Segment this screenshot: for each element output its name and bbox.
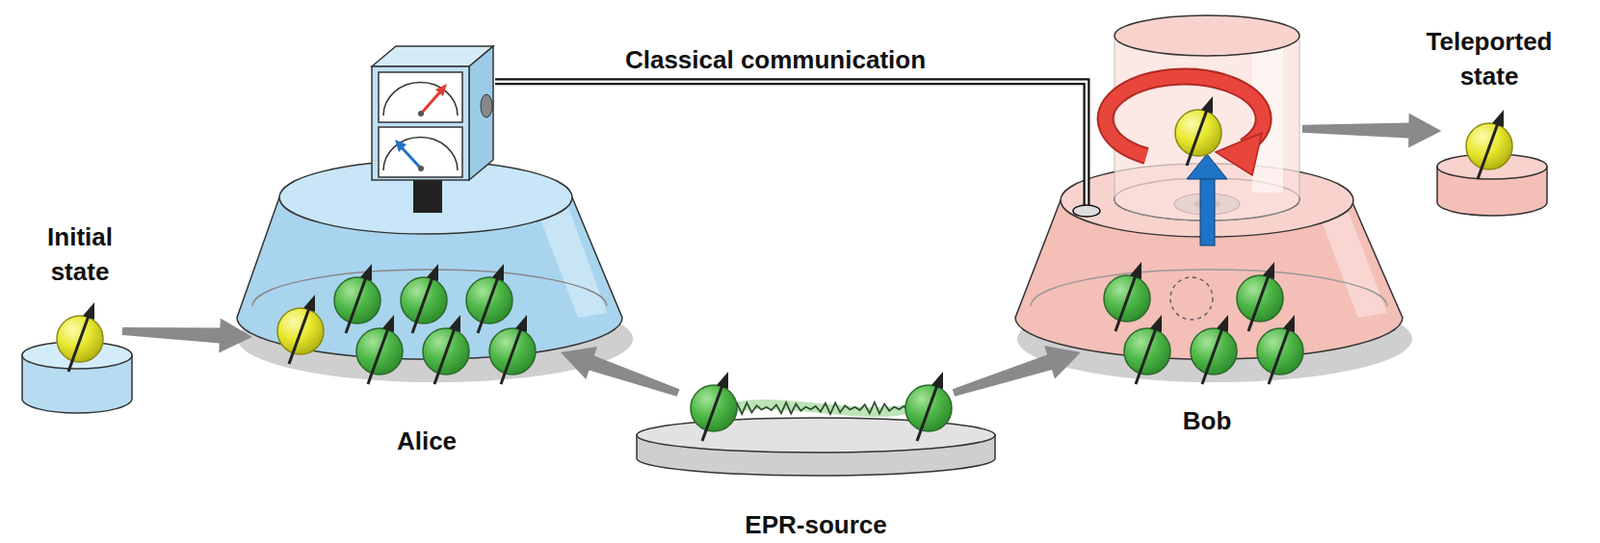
transfer-arrow bbox=[560, 346, 680, 397]
teleported-state-pedestal: Teleported state bbox=[1438, 105, 1547, 217]
epr-source-disk bbox=[636, 371, 996, 476]
epr-source: EPR-source bbox=[635, 385, 997, 482]
alice-station: Alice bbox=[236, 51, 623, 358]
transfer-arrow bbox=[1302, 113, 1443, 149]
node-label: Teleported state bbox=[1426, 24, 1553, 94]
initial-state-pedestal: Initial state bbox=[21, 317, 137, 415]
node-label: Bob bbox=[1182, 403, 1233, 439]
measurement-device bbox=[371, 46, 494, 213]
teleported-pedestal bbox=[1437, 109, 1548, 216]
transfer-arrow bbox=[122, 318, 253, 354]
bob-station: Bob bbox=[1015, 30, 1403, 358]
node-label: Alice bbox=[396, 423, 457, 459]
classical-channel bbox=[495, 81, 1101, 217]
node-label: EPR-source bbox=[744, 507, 887, 543]
bob-platform bbox=[1015, 163, 1413, 385]
node-label: Initial state bbox=[47, 219, 113, 289]
initial-pedestal bbox=[22, 302, 132, 414]
unitary-operation bbox=[1105, 15, 1300, 246]
transfer-arrow bbox=[952, 345, 1081, 397]
edge-label: Classical communication bbox=[621, 45, 930, 75]
